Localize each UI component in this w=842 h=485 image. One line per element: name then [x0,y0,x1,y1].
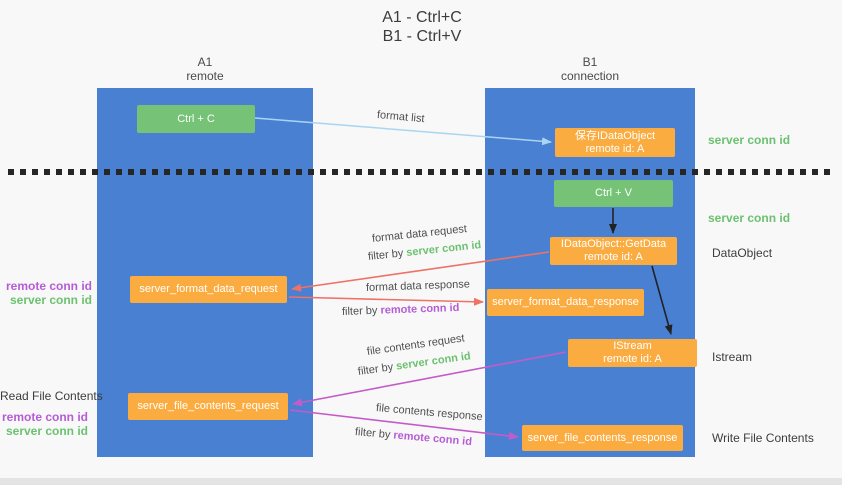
node-getdata-line1: IDataObject::GetData [560,238,667,250]
annotation-remote-conn-id-top: remote conn id [5,279,92,293]
node-server-format-data-request-label: server_format_data_request [139,283,278,295]
node-ctrl-v-label: Ctrl + V [595,187,632,199]
node-server-format-data-response: server_format_data_response [487,289,644,316]
annotation-dataobject: DataObject [712,246,773,260]
node-ctrl-c: Ctrl + C [137,105,255,133]
diagram-title: A1 - Ctrl+C B1 - Ctrl+V [332,8,512,46]
node-getdata-line2: remote id: A [584,251,643,263]
node-save-idataobject: 保存IDataObject remote id: A [555,128,675,157]
edge-label-file-contents-response: file contents response [375,402,484,424]
lane-b-subtitle: connection [560,69,620,83]
node-save-idataobject-line2: remote id: A [585,142,645,155]
annotation-remote-conn-id-bottom: remote conn id [1,410,88,424]
node-server-file-contents-response-label: server_file_contents_response [527,431,678,444]
lane-b-title: B1 [582,55,598,69]
edge-label-format-response-filter: filter by remote conn id [342,302,460,318]
node-ctrl-v: Ctrl + V [554,180,673,207]
node-save-idataobject-line1: 保存IDataObject [574,129,656,142]
annotation-server-conn-id-left-bottom: server conn id [5,424,88,438]
annotation-write-file-contents: Write File Contents [712,431,814,445]
node-istream: IStream remote id: A [568,339,697,367]
lane-a-title: A1 [197,55,213,69]
annotation-read-file-contents: Read File Contents [0,389,103,403]
node-istream-line1: IStream [613,340,652,352]
filter-prefix: filter by [354,426,391,442]
filter-key-remote-conn-id: remote conn id [380,301,460,317]
annotation-server-conn-id-left-top: server conn id [9,293,92,307]
lane-a-header: A1 remote [150,55,260,83]
node-server-format-data-response-label: server_format_data_response [492,296,639,308]
filter-prefix: filter by [367,247,404,263]
edge-label-file-response-filter: filter by remote conn id [354,426,472,448]
title-line-2: B1 - Ctrl+V [382,28,462,45]
filter-prefix: filter by [341,304,378,318]
dotted-separator [8,169,835,175]
annotation-server-conn-id-mid: server conn id [708,211,791,225]
title-line-1: A1 - Ctrl+C [382,9,462,26]
annotation-server-conn-id-top: server conn id [708,133,791,147]
bottom-strip [0,478,842,485]
filter-prefix: filter by [357,361,394,378]
lane-a-subtitle: remote [186,69,224,83]
filter-key-server-conn-id: server conn id [395,350,472,373]
edge-label-format-list: format list [376,109,426,126]
filter-key-server-conn-id: server conn id [405,239,482,259]
node-server-file-contents-response: server_file_contents_response [522,425,683,451]
node-istream-line2: remote id: A [603,353,662,365]
filter-key-remote-conn-id: remote conn id [392,429,473,449]
lane-b-header: B1 connection [535,55,645,83]
node-server-format-data-request: server_format_data_request [130,276,287,303]
node-server-file-contents-request-label: server_file_contents_request [137,400,279,412]
node-getdata: IDataObject::GetData remote id: A [550,237,677,265]
node-server-file-contents-request: server_file_contents_request [128,393,288,420]
edge-label-format-data-response: format data response [365,278,471,294]
node-ctrl-c-label: Ctrl + C [177,112,215,125]
annotation-istream: Istream [712,350,753,364]
